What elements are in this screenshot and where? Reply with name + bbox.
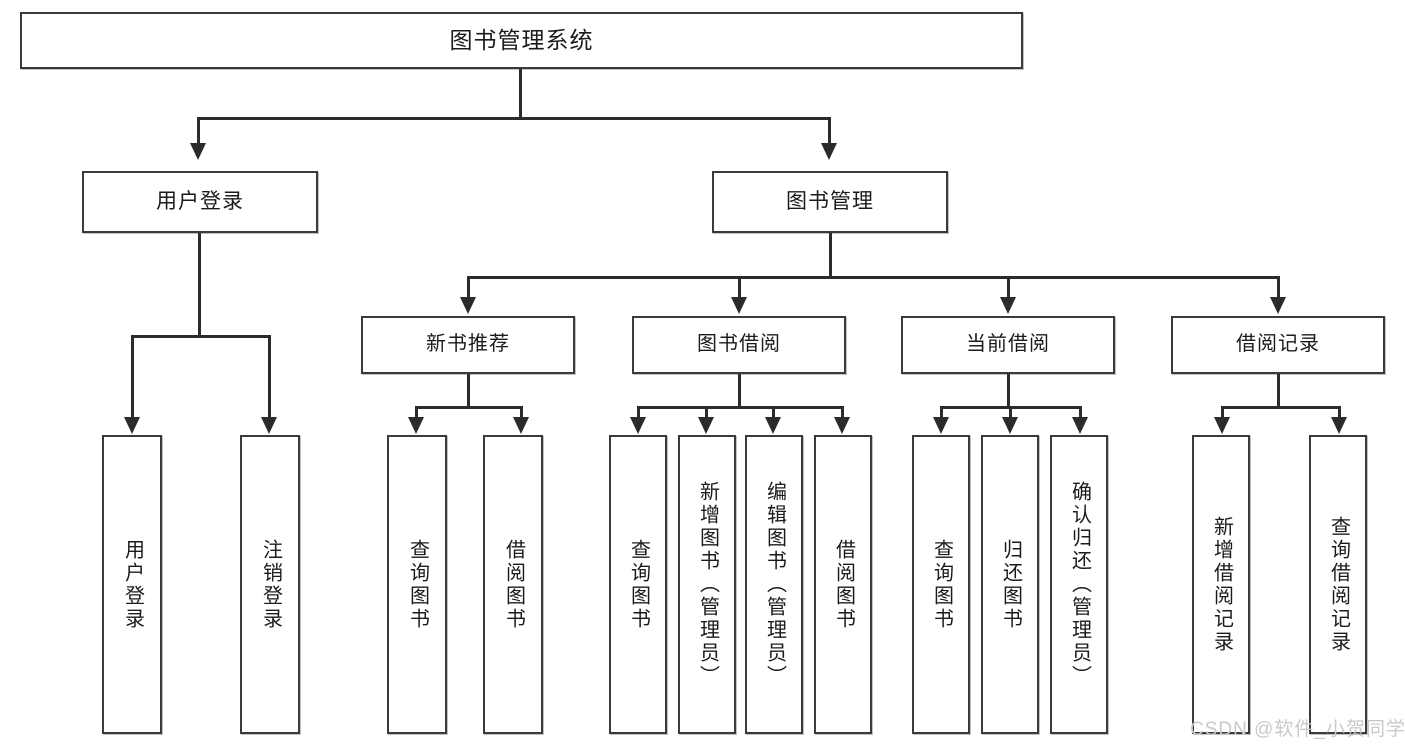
- leaf-user-logout[interactable]: 注销登录: [240, 435, 300, 734]
- node-label: 查询借阅记录: [1327, 515, 1350, 654]
- leaf-confirm-return-admin[interactable]: 确认归还（管理员）: [1050, 435, 1108, 734]
- connector-new-book-child-2: [520, 406, 523, 418]
- leaf-query-borrow-record[interactable]: 查询借阅记录: [1309, 435, 1367, 734]
- node-borrow-records[interactable]: 借阅记录: [1171, 316, 1385, 374]
- arrowhead-book-borrow-child-2: [698, 417, 714, 434]
- connector-level3-bus: [467, 276, 1278, 279]
- connector-to-user-login: [197, 117, 200, 144]
- connector-user-login-bus: [131, 335, 268, 338]
- arrowhead-current-borrow: [1000, 297, 1016, 314]
- node-label: 当前借阅: [966, 333, 1050, 356]
- connector-to-book-manage: [828, 117, 831, 144]
- connector-book-borrow-child-3: [772, 406, 775, 418]
- arrowhead-current-borrow-child-1: [933, 417, 949, 434]
- connector-new-book-child-1: [415, 406, 418, 418]
- leaf-return-book[interactable]: 归还图书: [981, 435, 1039, 734]
- connector-borrow-records-bus: [1221, 406, 1338, 409]
- connector-user-login-child-2: [268, 335, 271, 418]
- arrowhead-book-manage: [821, 143, 837, 160]
- connector-level2-bus: [197, 117, 831, 120]
- connector-book-borrow-bus: [637, 406, 841, 409]
- connector-user-login-stem: [198, 233, 201, 337]
- node-label: 查询图书: [406, 538, 429, 631]
- connector-user-login-child-1: [131, 335, 134, 418]
- connector-book-manage-stem: [829, 233, 832, 278]
- arrowhead-borrow-records-child-1: [1214, 417, 1230, 434]
- node-book-borrow[interactable]: 图书借阅: [632, 316, 846, 374]
- node-label: 用户登录: [121, 538, 144, 631]
- leaf-edit-book-admin[interactable]: 编辑图书（管理员）: [745, 435, 803, 734]
- arrowhead-book-borrow-child-4: [834, 417, 850, 434]
- node-new-book-recommend[interactable]: 新书推荐: [361, 316, 575, 374]
- connector-current-borrow-child-1: [940, 406, 943, 418]
- connector-borrow-records-child-1: [1221, 406, 1224, 418]
- connector-current-borrow-child-2: [1009, 406, 1012, 418]
- connector-to-current-borrow: [1007, 276, 1010, 298]
- arrowhead-new-book-child-2: [513, 417, 529, 434]
- arrowhead-current-borrow-child-2: [1002, 417, 1018, 434]
- connector-current-borrow-stem: [1007, 374, 1010, 408]
- node-label: 注销登录: [259, 538, 282, 631]
- node-label: 借阅图书: [832, 538, 855, 631]
- leaf-add-book-admin[interactable]: 新增图书（管理员）: [678, 435, 736, 734]
- node-label: 图书管理系统: [449, 26, 594, 53]
- arrowhead-new-book: [460, 297, 476, 314]
- arrowhead-user-login-child-2: [261, 417, 277, 434]
- connector-new-book-stem: [467, 374, 470, 408]
- node-user-login[interactable]: 用户登录: [82, 171, 318, 233]
- connector-book-borrow-stem: [738, 374, 741, 408]
- connector-borrow-records-child-2: [1338, 406, 1341, 418]
- arrowhead-current-borrow-child-3: [1072, 417, 1088, 434]
- arrowhead-user-login: [190, 143, 206, 160]
- node-root-system[interactable]: 图书管理系统: [20, 12, 1023, 69]
- connector-root-stem: [519, 69, 522, 119]
- node-label: 查询图书: [930, 538, 953, 631]
- node-label: 借阅图书: [502, 538, 525, 631]
- node-label: 图书借阅: [697, 333, 781, 356]
- arrowhead-book-borrow: [731, 297, 747, 314]
- node-label: 确认归还（管理员）: [1068, 481, 1091, 688]
- leaf-query-book-current[interactable]: 查询图书: [912, 435, 970, 734]
- arrowhead-user-login-child-1: [124, 417, 140, 434]
- connector-book-borrow-child-4: [841, 406, 844, 418]
- arrowhead-borrow-records-child-2: [1331, 417, 1347, 434]
- node-label: 归还图书: [999, 538, 1022, 631]
- node-current-borrow[interactable]: 当前借阅: [901, 316, 1115, 374]
- connector-current-borrow-child-3: [1079, 406, 1082, 418]
- node-label: 图书管理: [786, 189, 874, 213]
- connector-to-new-book: [467, 276, 470, 298]
- leaf-add-borrow-record[interactable]: 新增借阅记录: [1192, 435, 1250, 734]
- leaf-borrow-book-recommend[interactable]: 借阅图书: [483, 435, 543, 734]
- node-label: 用户登录: [156, 189, 244, 213]
- node-label: 借阅记录: [1236, 333, 1320, 356]
- connector-new-book-bus: [415, 406, 520, 409]
- arrowhead-book-borrow-child-1: [630, 417, 646, 434]
- node-book-management[interactable]: 图书管理: [712, 171, 948, 233]
- leaf-query-book-recommend[interactable]: 查询图书: [387, 435, 447, 734]
- leaf-query-book-borrow[interactable]: 查询图书: [609, 435, 667, 734]
- arrowhead-borrow-records: [1270, 297, 1286, 314]
- node-label: 新增图书（管理员）: [696, 481, 719, 688]
- arrowhead-book-borrow-child-3: [765, 417, 781, 434]
- node-label: 编辑图书（管理员）: [763, 481, 786, 688]
- connector-to-book-borrow: [738, 276, 741, 298]
- leaf-borrow-book[interactable]: 借阅图书: [814, 435, 872, 734]
- connector-book-borrow-child-1: [637, 406, 640, 418]
- watermark-text: CSDN @软件_小贺同学: [1190, 719, 1405, 740]
- arrowhead-new-book-child-1: [408, 417, 424, 434]
- node-label: 新增借阅记录: [1210, 515, 1233, 654]
- node-label: 查询图书: [627, 538, 650, 631]
- leaf-user-login[interactable]: 用户登录: [102, 435, 162, 734]
- connector-to-borrow-records: [1277, 276, 1280, 298]
- connector-book-borrow-child-2: [705, 406, 708, 418]
- node-label: 新书推荐: [426, 333, 510, 356]
- connector-borrow-records-stem: [1277, 374, 1280, 408]
